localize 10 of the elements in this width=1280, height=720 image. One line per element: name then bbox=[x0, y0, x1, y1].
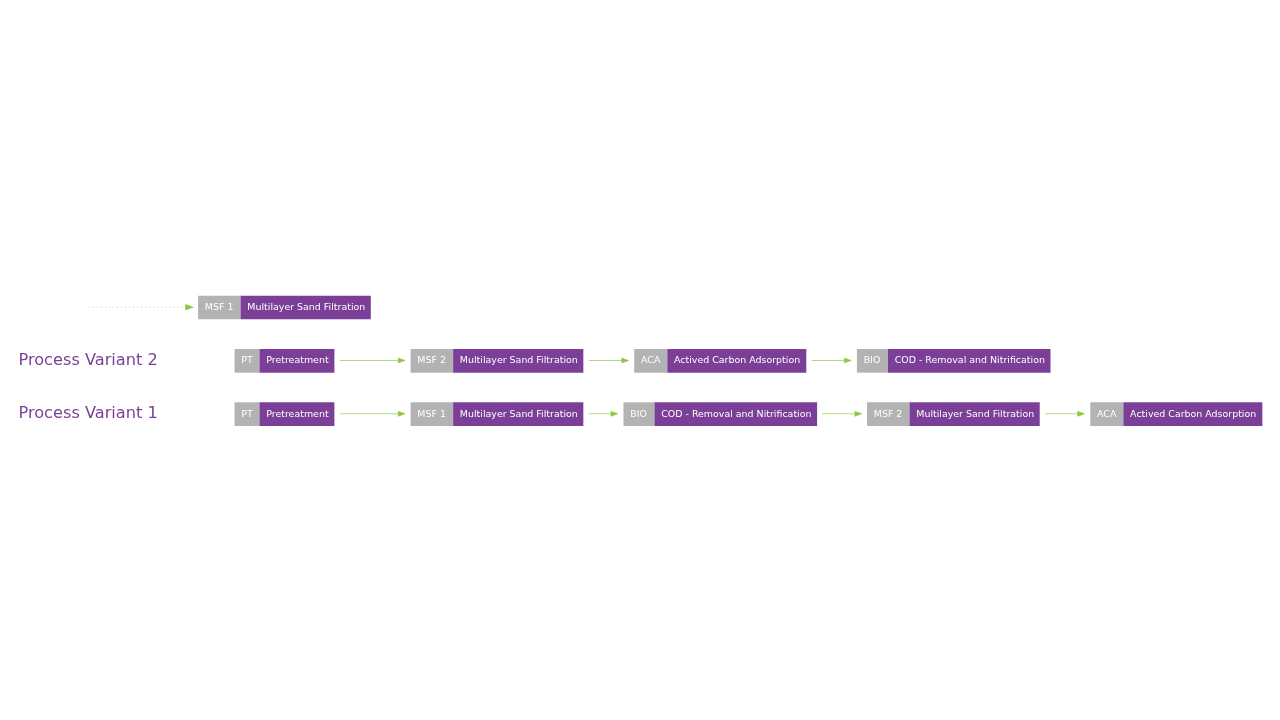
arrow bbox=[811, 357, 852, 363]
arrow bbox=[821, 410, 862, 416]
arrow bbox=[588, 410, 619, 416]
label: Process Variant 1 bbox=[18, 402, 158, 422]
arrow bbox=[588, 357, 629, 363]
arrow bbox=[1045, 410, 1085, 416]
arrow bbox=[339, 357, 406, 363]
label: Process Variant 2 bbox=[18, 349, 158, 369]
arrow bbox=[88, 303, 195, 310]
arrow bbox=[339, 410, 406, 416]
